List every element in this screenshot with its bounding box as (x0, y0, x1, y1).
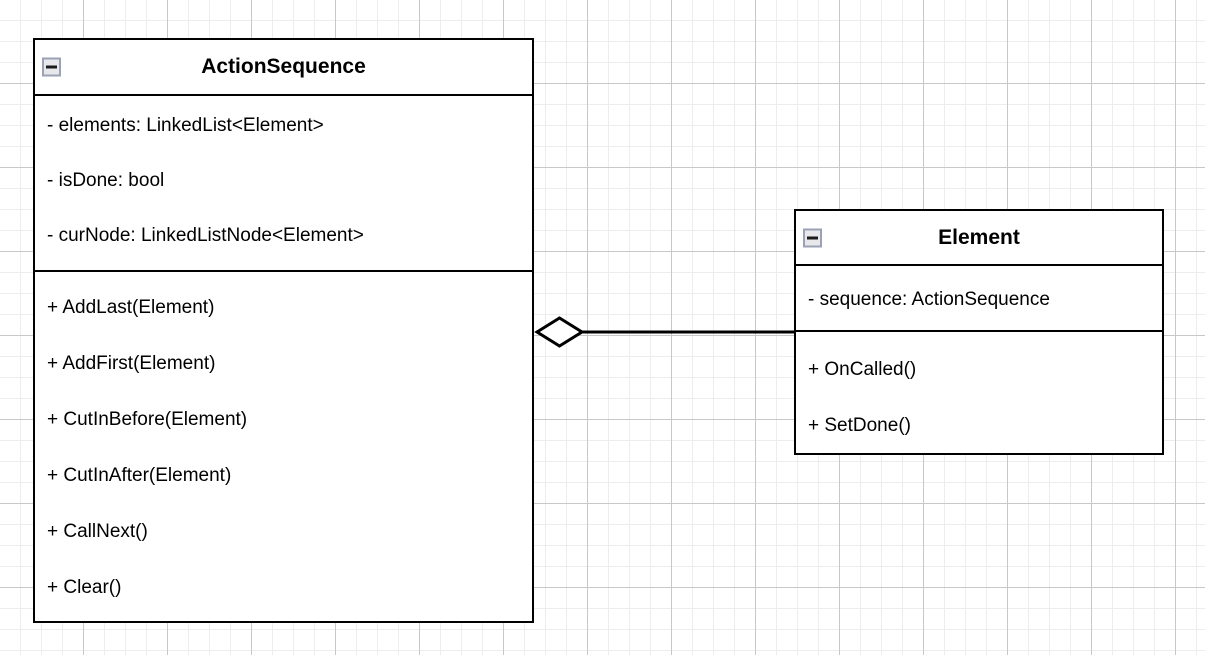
minus-icon[interactable] (803, 228, 822, 247)
method-row: + AddFirst(Element) (47, 353, 216, 374)
method-row: + AddLast(Element) (47, 297, 215, 318)
minus-icon[interactable] (42, 57, 61, 77)
method-row: + SetDone() (808, 415, 911, 436)
method-row: + CutInAfter(Element) (47, 465, 232, 486)
class-header-element: Element (796, 211, 1162, 266)
class-box-element[interactable]: Element - sequence: ActionSequence + OnC… (794, 209, 1164, 455)
methods-section-action-sequence: + AddLast(Element) + AddFirst(Element) +… (35, 272, 532, 597)
method-row: + Clear() (47, 577, 122, 598)
method-row: + CutInBefore(Element) (47, 409, 248, 430)
method-row: + CallNext() (47, 521, 148, 542)
attribute-row: - isDone: bool (47, 170, 165, 191)
method-row: + OnCalled() (808, 359, 917, 380)
minus-glyph (46, 65, 57, 69)
minus-glyph (807, 236, 818, 239)
class-title-action-sequence: ActionSequence (201, 55, 366, 78)
class-box-action-sequence[interactable]: ActionSequence - elements: LinkedList<El… (33, 38, 534, 623)
methods-section-element: + OnCalled() + SetDone() (796, 332, 1162, 435)
attribute-row: - elements: LinkedList<Element> (47, 115, 324, 136)
attribute-row: - curNode: LinkedListNode<Element> (47, 225, 364, 246)
class-header-action-sequence: ActionSequence (35, 40, 532, 96)
class-title-element: Element (938, 225, 1020, 249)
aggregation-diamond (534, 316, 585, 348)
attributes-section-element: - sequence: ActionSequence (796, 266, 1162, 332)
attributes-section-action-sequence: - elements: LinkedList<Element> - isDone… (35, 96, 532, 272)
attribute-row: - sequence: ActionSequence (808, 289, 1050, 310)
